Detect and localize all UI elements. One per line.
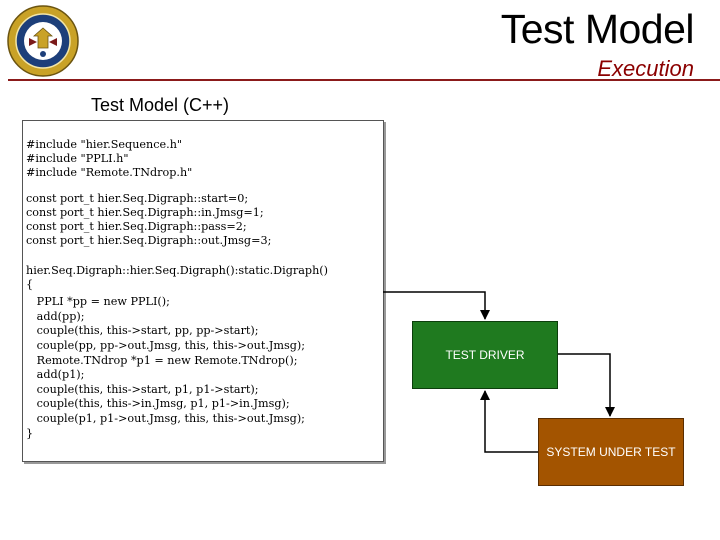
code-line: PPLI *pp = new PPLI(); (26, 295, 170, 308)
code-line: couple(p1, p1->out.Jmsg, this, this->out… (26, 412, 305, 425)
test-driver-block: TEST DRIVER (412, 321, 558, 389)
code-line: const port_t hier.Seq.Digraph::pass=2; (26, 220, 247, 233)
code-line: add(p1); (26, 368, 85, 381)
code-line: const port_t hier.Seq.Digraph::out.Jmsg=… (26, 234, 272, 247)
agency-seal-logo (7, 5, 79, 77)
page-subtitle: Execution (597, 56, 694, 81)
code-line: #include "PPLI.h" (26, 152, 129, 165)
code-line: #include "Remote.TNdrop.h" (26, 166, 193, 179)
code-listing: #include "hier.Sequence.h"#include "PPLI… (22, 120, 384, 462)
arrow-code-to-test-driver (383, 291, 490, 320)
code-line: couple(pp, pp->out.Jmsg, this, this->out… (26, 339, 306, 352)
code-line: couple(this, this->start, pp, pp->start)… (26, 324, 259, 337)
code-line: couple(this, this->start, p1, p1->start)… (26, 383, 259, 396)
code-line: couple(this, this->in.Jmsg, p1, p1->in.J… (26, 397, 290, 410)
page-title: Test Model (500, 6, 695, 52)
system-under-test-block: SYSTEM UNDER TEST (538, 418, 684, 486)
code-line: const port_t hier.Seq.Digraph::start=0; (26, 192, 249, 205)
code-line: const port_t hier.Seq.Digraph::in.Jmsg=1… (26, 206, 264, 219)
section-heading: Test Model (C++) (91, 95, 230, 115)
arrow-test-driver-to-system (558, 353, 615, 417)
code-line: } (26, 427, 34, 440)
code-line: { (26, 278, 34, 291)
code-line: Remote.TNdrop *p1 = new Remote.TNdrop(); (26, 354, 298, 367)
code-line: hier.Seq.Digraph::hier.Seq.Digraph():sta… (26, 264, 329, 277)
code-line: #include "hier.Sequence.h" (26, 138, 183, 151)
header-divider (8, 79, 720, 81)
code-line: add(pp); (26, 310, 85, 323)
arrow-system-to-test-driver (480, 390, 538, 453)
